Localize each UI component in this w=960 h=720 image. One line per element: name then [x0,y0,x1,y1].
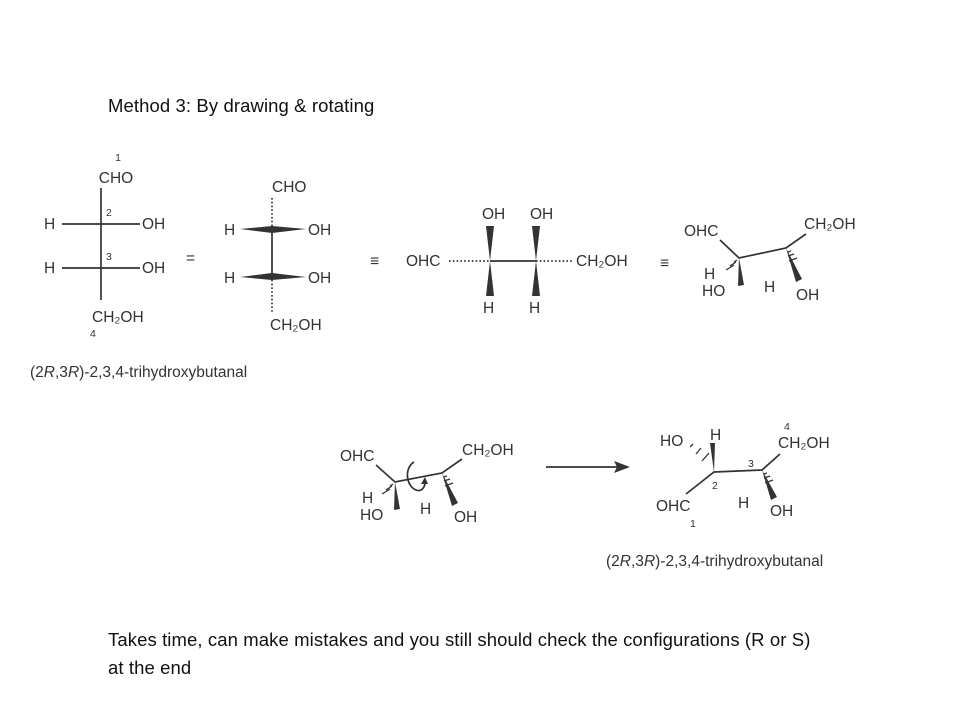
projection-c3-h-wedge [240,273,272,280]
horizontal-c3-oh: OH [530,206,553,223]
result-c3-oh: OH [770,503,793,520]
fischer-bottom-ch2oh: CH₂OH [92,309,144,326]
projection-c2-h-wedge [240,226,272,233]
projection-c2-oh-wedge [272,226,306,233]
caption-right: (2R,3R)-2,3,4-trihydroxybutanal [606,553,823,570]
result-c2-ho-hash-2 [695,447,702,455]
horizontal-left-ohc: OHC [406,253,440,270]
projection-c3-oh: OH [308,270,331,287]
zigzag-top-c2-ho-wedge [738,258,744,286]
reaction-arrow [546,461,630,473]
caption-left: (2R,3R)-2,3,4-trihydroxybutanal [30,364,247,381]
fischer-c3-oh: OH [142,260,165,277]
zigzag-top-c3-h: H [764,279,775,296]
result-c2-ho: HO [660,433,683,450]
horizontal-c3-oh-wedge [532,226,540,261]
projection-c3-oh-wedge [272,273,306,280]
rotation-start-c3-h: H [420,501,431,518]
zigzag-top-chain [719,233,807,259]
result-c2-ho-hash-3 [701,452,710,462]
rotation-curve-arrowhead [421,477,428,484]
zigzag-top-c3-oh-wedge [786,248,802,282]
rotation-start-c3-oh: OH [454,509,477,526]
rotation-start-c2-ho-wedge [394,482,400,510]
result-ch2oh: CH₂OH [778,435,830,452]
horizontal-c2-h: H [483,300,494,317]
carbon-number-1: 1 [115,152,121,164]
rotation-start-ch2oh: CH₂OH [462,442,514,459]
identical-sign-2: ≡ [660,255,669,272]
rotation-start-chain [375,458,463,483]
horizontal-projection: OH OH OHC CH₂OH H H [406,206,628,317]
reaction-arrow-head [614,461,630,473]
horizontal-c2-oh: OH [482,206,505,223]
rotation-start-c2-ho: HO [360,507,383,524]
projection-c2-oh: OH [308,222,331,239]
zigzag-rotation-result: 4 CH₂OH HO H 2 3 OHC 1 H OH [656,421,830,530]
zigzag-top-c2-ho: HO [702,283,725,300]
rotation-start-c2-hash-3 [381,488,391,495]
projection-c2-h: H [224,222,235,239]
rotation-start-c2-hash-1 [389,483,394,487]
zigzag-top: OHC CH₂OH H HO H OH [684,216,856,304]
identical-sign-1: ≡ [370,253,379,270]
horizontal-c2-h-wedge [486,261,494,296]
zigzag-top-c2-hash-3 [725,264,735,271]
zigzag-top-c3-hash-1 [787,250,792,253]
result-carbon-number-2: 2 [712,480,718,492]
result-c2-ho-hash-1 [689,443,694,448]
fischer-c2-h: H [44,216,55,233]
result-carbon-number-4: 4 [784,421,790,433]
carbon-number-2: 2 [106,207,112,219]
result-c3-h: H [738,495,749,512]
horizontal-c2-oh-wedge [486,226,494,261]
wedge-dash-projection: CHO H OH H OH CH₂OH [224,179,331,334]
projection-top-cho: CHO [272,179,306,196]
rotation-start-c3-hash-1 [443,475,448,478]
rotation-start-c2-hash-2 [385,485,393,491]
result-c2-h-wedge [710,443,715,472]
result-c3-oh-wedge [762,470,777,500]
horizontal-c3-h: H [529,300,540,317]
result-chain [685,453,781,495]
carbon-number-3: 3 [106,251,112,263]
zigzag-rotation-start: OHC CH₂OH H HO H OH [340,442,514,526]
rotation-start-ohc: OHC [340,448,374,465]
result-carbon-number-1: 1 [690,518,696,530]
projection-c3-h: H [224,270,235,287]
rotation-start-c2-h: H [362,490,373,507]
projection-bottom-ch2oh: CH₂OH [270,317,322,334]
fischer-projection: 1 CHO H OH 2 H OH 3 CH₂OH 4 [44,152,165,340]
equals-sign: = [186,250,195,267]
slide-note: Takes time, can make mistakes and you st… [108,629,811,678]
fischer-c3-h: H [44,260,55,277]
result-carbon-number-3: 3 [748,458,754,470]
slide-title: Method 3: By drawing & rotating [108,95,375,116]
horizontal-right-ch2oh: CH₂OH [576,253,628,270]
result-ohc: OHC [656,498,690,515]
result-c3-hash-1 [763,472,768,475]
zigzag-top-c3-oh: OH [796,287,819,304]
zigzag-top-c2-h: H [704,266,715,283]
horizontal-c3-h-wedge [532,261,540,296]
result-c2-h: H [710,427,721,444]
zigzag-top-c2-hash-2 [729,261,737,267]
fischer-c2-oh: OH [142,216,165,233]
rotation-start-c3-oh-wedge [442,473,458,506]
zigzag-top-c2-hash-1 [733,259,738,263]
zigzag-top-ch2oh: CH₂OH [804,216,856,233]
carbon-number-4: 4 [90,328,96,340]
rotation-curve-arrow [406,461,426,492]
zigzag-top-ohc: OHC [684,223,718,240]
fischer-top-cho: CHO [99,170,133,187]
